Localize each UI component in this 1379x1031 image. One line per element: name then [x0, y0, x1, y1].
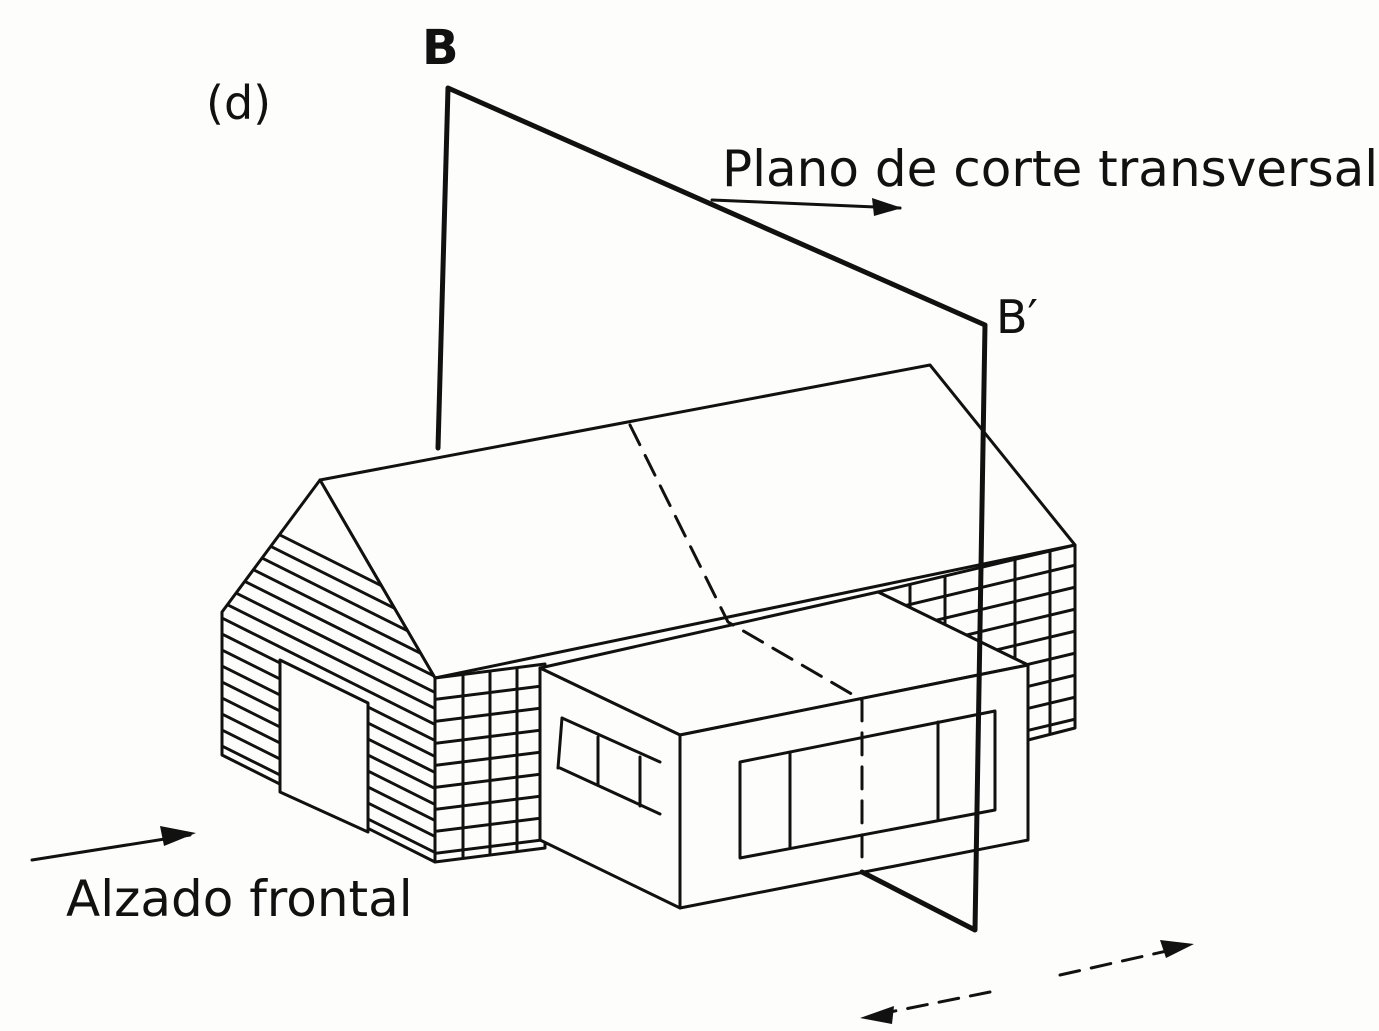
front-elevation-label: Alzado frontal [66, 870, 413, 928]
front-elevation-arrowhead [160, 826, 196, 846]
cutting-plane [435, 85, 988, 933]
front-brick-courses [435, 664, 545, 862]
wing-side-windows [556, 716, 662, 816]
point-b-label: B [422, 20, 459, 76]
panel-label: (d) [206, 76, 272, 130]
front-window [738, 709, 997, 860]
wing-front-face [678, 663, 1030, 910]
direction-arrow-left [878, 990, 992, 1016]
plane-leader-line [710, 198, 902, 210]
gable-door [278, 658, 370, 834]
direction-arrowhead-left [860, 1006, 894, 1024]
plane-leader-arrowhead [872, 198, 902, 216]
direction-arrowhead-right [1160, 940, 1194, 958]
section-trace [628, 423, 864, 862]
point-b-prime-label: B′ [996, 290, 1039, 344]
direction-arrow-right [1058, 946, 1182, 977]
cutting-plane-label: Plano de corte transversal [722, 140, 1379, 198]
